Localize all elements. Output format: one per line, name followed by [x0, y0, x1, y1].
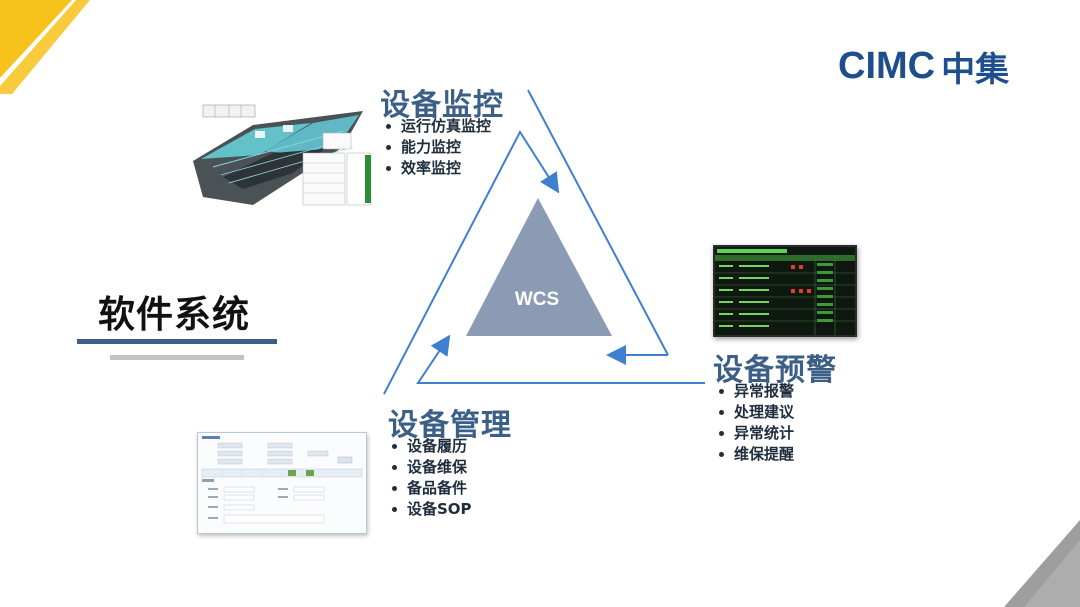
- list-item-label: 设备维保: [407, 458, 468, 476]
- bullet-icon: [719, 389, 724, 394]
- logo-cjk-text: 中集: [941, 49, 1010, 90]
- list-item-label: 备品备件: [407, 479, 468, 497]
- list-item-label: 维保提醒: [734, 445, 795, 463]
- management-section-title: 设备管理: [388, 408, 512, 443]
- wcs-triangle: [466, 198, 612, 336]
- list-item-label: 运行仿真监控: [401, 117, 492, 135]
- monitor-section-title: 设备监控: [380, 88, 504, 123]
- bullet-icon: [392, 507, 397, 512]
- bullet-icon: [719, 431, 724, 436]
- list-item-label: 能力监控: [401, 138, 462, 156]
- list-item-label: 设备履历: [407, 437, 468, 455]
- warning-dashboard-thumbnail: [713, 245, 857, 337]
- bullet-icon: [386, 166, 391, 171]
- logo-latin-text: CIMC: [838, 44, 936, 87]
- list-item: 设备SOP: [392, 499, 472, 520]
- bullet-icon: [392, 444, 397, 449]
- bullet-icon: [719, 410, 724, 415]
- bullet-icon: [386, 145, 391, 150]
- management-form-thumbnail: [197, 432, 367, 534]
- cimc-logo: CIMC 中集: [838, 44, 1009, 90]
- list-item: 维保提醒: [719, 444, 794, 465]
- list-item: 备品备件: [392, 478, 472, 499]
- list-item: 设备履历: [392, 436, 472, 457]
- list-item-label: 异常报警: [734, 382, 795, 400]
- list-item: 异常报警: [719, 381, 794, 402]
- bullet-icon: [386, 124, 391, 129]
- warning-section-title: 设备预警: [713, 353, 837, 388]
- wcs-label: WCS: [514, 289, 560, 310]
- monitor-item-list: 运行仿真监控 能力监控 效率监控: [386, 116, 491, 179]
- page-title: 软件系统: [98, 293, 250, 336]
- corner-decoration-bottom-right: [1004, 520, 1080, 607]
- list-item: 处理建议: [719, 402, 794, 423]
- list-item: 能力监控: [386, 137, 491, 158]
- list-item-label: 异常统计: [734, 424, 795, 442]
- arrow-monitor-to-warning: [527, 89, 669, 356]
- management-item-list: 设备履历 设备维保 备品备件 设备SOP: [392, 436, 472, 520]
- bullet-icon: [719, 452, 724, 457]
- arrow-management-to-monitor: [383, 130, 560, 395]
- corner-decoration-top-left: [0, 0, 90, 94]
- warning-item-list: 异常报警 处理建议 异常统计 维保提醒: [719, 381, 794, 465]
- simulation-monitor-thumbnail: [193, 93, 381, 211]
- list-item-label: 设备SOP: [407, 500, 472, 518]
- bullet-icon: [392, 486, 397, 491]
- list-item: 异常统计: [719, 423, 794, 444]
- arrow-warning-to-management: [416, 334, 705, 384]
- title-underline-primary: [77, 339, 277, 344]
- list-item: 效率监控: [386, 158, 491, 179]
- list-item-label: 处理建议: [734, 403, 795, 421]
- list-item: 运行仿真监控: [386, 116, 491, 137]
- list-item: 设备维保: [392, 457, 472, 478]
- list-item-label: 效率监控: [401, 159, 462, 177]
- title-underline-secondary: [110, 355, 244, 360]
- bullet-icon: [392, 465, 397, 470]
